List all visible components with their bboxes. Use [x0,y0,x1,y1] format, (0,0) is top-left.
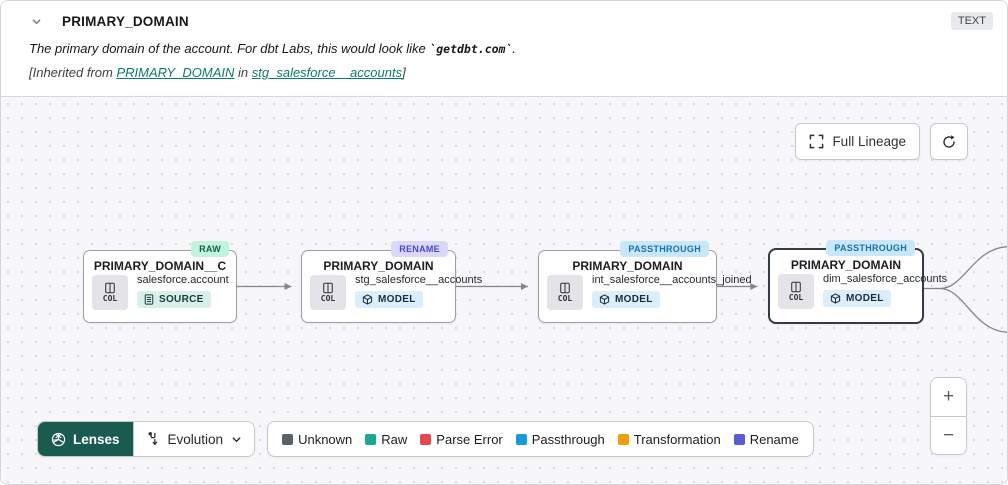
legend-swatch [282,433,294,445]
resource-chip-model: MODEL [592,291,660,308]
legend-swatch [617,433,629,445]
legend-label: Passthrough [531,431,605,447]
legend-item-unknown: Unknown [282,432,352,447]
lens-aperture-icon [51,432,66,447]
resource-label: SOURCE [159,294,204,305]
page-title: PRIMARY_DOMAIN [62,13,189,29]
column-type-box: COL [310,274,346,310]
legend-label: Parse Error [436,431,503,447]
refresh-button[interactable] [930,123,968,160]
evolution-badge: PASSTHROUGH [620,241,709,257]
model-cube-icon [599,294,610,305]
col-label: COL [557,293,573,303]
chevron-down-icon[interactable] [29,14,44,29]
col-label: COL [788,292,804,302]
resource-label: MODEL [615,294,653,305]
model-cube-icon [362,294,373,305]
zoom-out-button[interactable]: − [931,416,966,454]
legend-swatch [515,433,527,445]
node-model-name: int_salesforce__accounts_joined [592,274,752,286]
legend-label: Unknown [298,431,353,447]
legend-swatch [420,433,432,445]
legend-label: Rename [749,431,799,447]
evolution-legend: Unknown Raw Parse Error Passthrough Tran… [267,421,814,457]
column-type-box: COL [778,273,814,309]
lineage-node-stg-salesforce-accounts[interactable]: RENAME PRIMARY_DOMAIN COL stg_salesforce… [301,241,482,323]
col-label: COL [320,293,336,303]
lineage-canvas[interactable]: Full Lineage RAW PRIMARY_DOMAIN__C [1,96,1007,484]
full-lineage-label: Full Lineage [832,134,906,149]
legend-item-rename: Rename [733,431,799,447]
legend-item-passthrough: Passthrough [515,431,605,447]
legend-label: Raw [381,431,408,447]
resource-label: MODEL [846,293,884,304]
node-column-name: PRIMARY_DOMAIN [790,258,902,272]
lineage-toolbar: Lenses Evolution [37,421,814,457]
col-label: COL [102,293,118,303]
node-column-name: PRIMARY_DOMAIN__C [93,259,227,273]
full-lineage-button[interactable]: Full Lineage [795,123,920,160]
evolution-route-icon [146,431,160,447]
inherited-note: [Inherited from PRIMARY_DOMAIN in stg_sa… [29,65,993,80]
column-icon [322,282,334,294]
node-model-name: stg_salesforce__accounts [355,274,483,286]
evolution-badge: PASSTHROUGH [826,240,915,256]
lenses-label: Lenses [73,431,120,447]
column-header: PRIMARY_DOMAIN TEXT The primary domain o… [1,1,1007,96]
inherited-middle: in [234,65,252,80]
column-icon [559,282,571,294]
node-column-name: PRIMARY_DOMAIN [572,259,683,273]
description-text: The primary domain of the account. For d… [29,41,430,56]
evolution-badge: RAW [191,241,229,257]
legend-item-parse-error: Parse Error [420,431,503,447]
chevron-down-icon [231,434,242,445]
column-icon [104,282,116,294]
resource-chip-model: MODEL [823,290,891,307]
lens-selected-value: Evolution [167,431,224,447]
source-icon [144,294,154,305]
legend-label: Transformation [633,431,721,447]
resource-label: MODEL [378,294,416,305]
model-cube-icon [830,293,841,304]
node-model-name: salesforce.account [137,274,229,286]
column-type-box: COL [92,274,128,310]
legend-item-raw: Raw [365,432,407,447]
description-period: . [512,41,517,56]
lens-dropdown[interactable]: Evolution [132,422,255,456]
node-model-name: dim_salesforce_accounts [823,273,948,285]
resource-chip-model: MODEL [355,291,423,308]
legend-swatch [733,433,745,445]
lineage-node-int-salesforce-accounts-joined[interactable]: PASSTHROUGH PRIMARY_DOMAIN COL int_sales… [538,241,752,323]
legend-item-transformation: Transformation [617,431,721,447]
column-type-box: COL [547,274,583,310]
inherited-model-link[interactable]: stg_salesforce__accounts [251,65,403,80]
inherited-prefix: [Inherited from [29,65,117,80]
node-column-name: PRIMARY_DOMAIN [323,259,434,273]
lineage-node-salesforce-account[interactable]: RAW PRIMARY_DOMAIN__C COL salesforce.acc… [83,241,237,323]
lenses-control: Lenses Evolution [37,421,256,457]
refresh-icon [941,134,957,150]
inherited-column-link[interactable]: PRIMARY_DOMAIN [116,65,235,80]
resource-chip-source: SOURCE [137,291,211,308]
lenses-button[interactable]: Lenses [38,422,133,456]
legend-swatch [365,433,377,445]
column-icon [790,281,802,293]
description-code: `getdbt.com` [429,42,513,56]
expand-icon [809,134,824,149]
column-type-badge: TEXT [950,12,993,30]
lineage-node-dim-salesforce-accounts[interactable]: PASSTHROUGH PRIMARY_DOMAIN COL dim_sales… [768,240,947,324]
column-description: The primary domain of the account. For d… [29,41,993,56]
zoom-in-button[interactable]: + [931,378,966,416]
zoom-controls: + − [930,377,967,455]
inherited-suffix: ] [402,65,406,80]
evolution-badge: RENAME [391,241,448,257]
